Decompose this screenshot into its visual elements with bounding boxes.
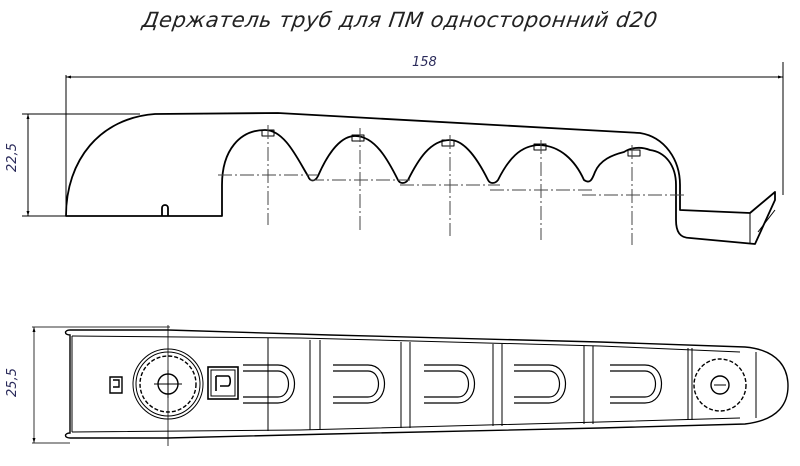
dimension-length-label: 158: [412, 55, 437, 70]
left-gear-icon: [132, 325, 204, 446]
marking-box: [207, 366, 239, 400]
dimension-22-5: [22, 113, 140, 217]
dimension-25-5: [32, 326, 170, 444]
center-lines-side: [218, 125, 684, 245]
dimension-158: [65, 62, 784, 215]
side-view: [65, 112, 776, 245]
right-gear-icon: [693, 358, 747, 412]
u-slots: [243, 364, 663, 404]
small-marking-icon: [109, 376, 123, 394]
top-view: [64, 329, 789, 439]
